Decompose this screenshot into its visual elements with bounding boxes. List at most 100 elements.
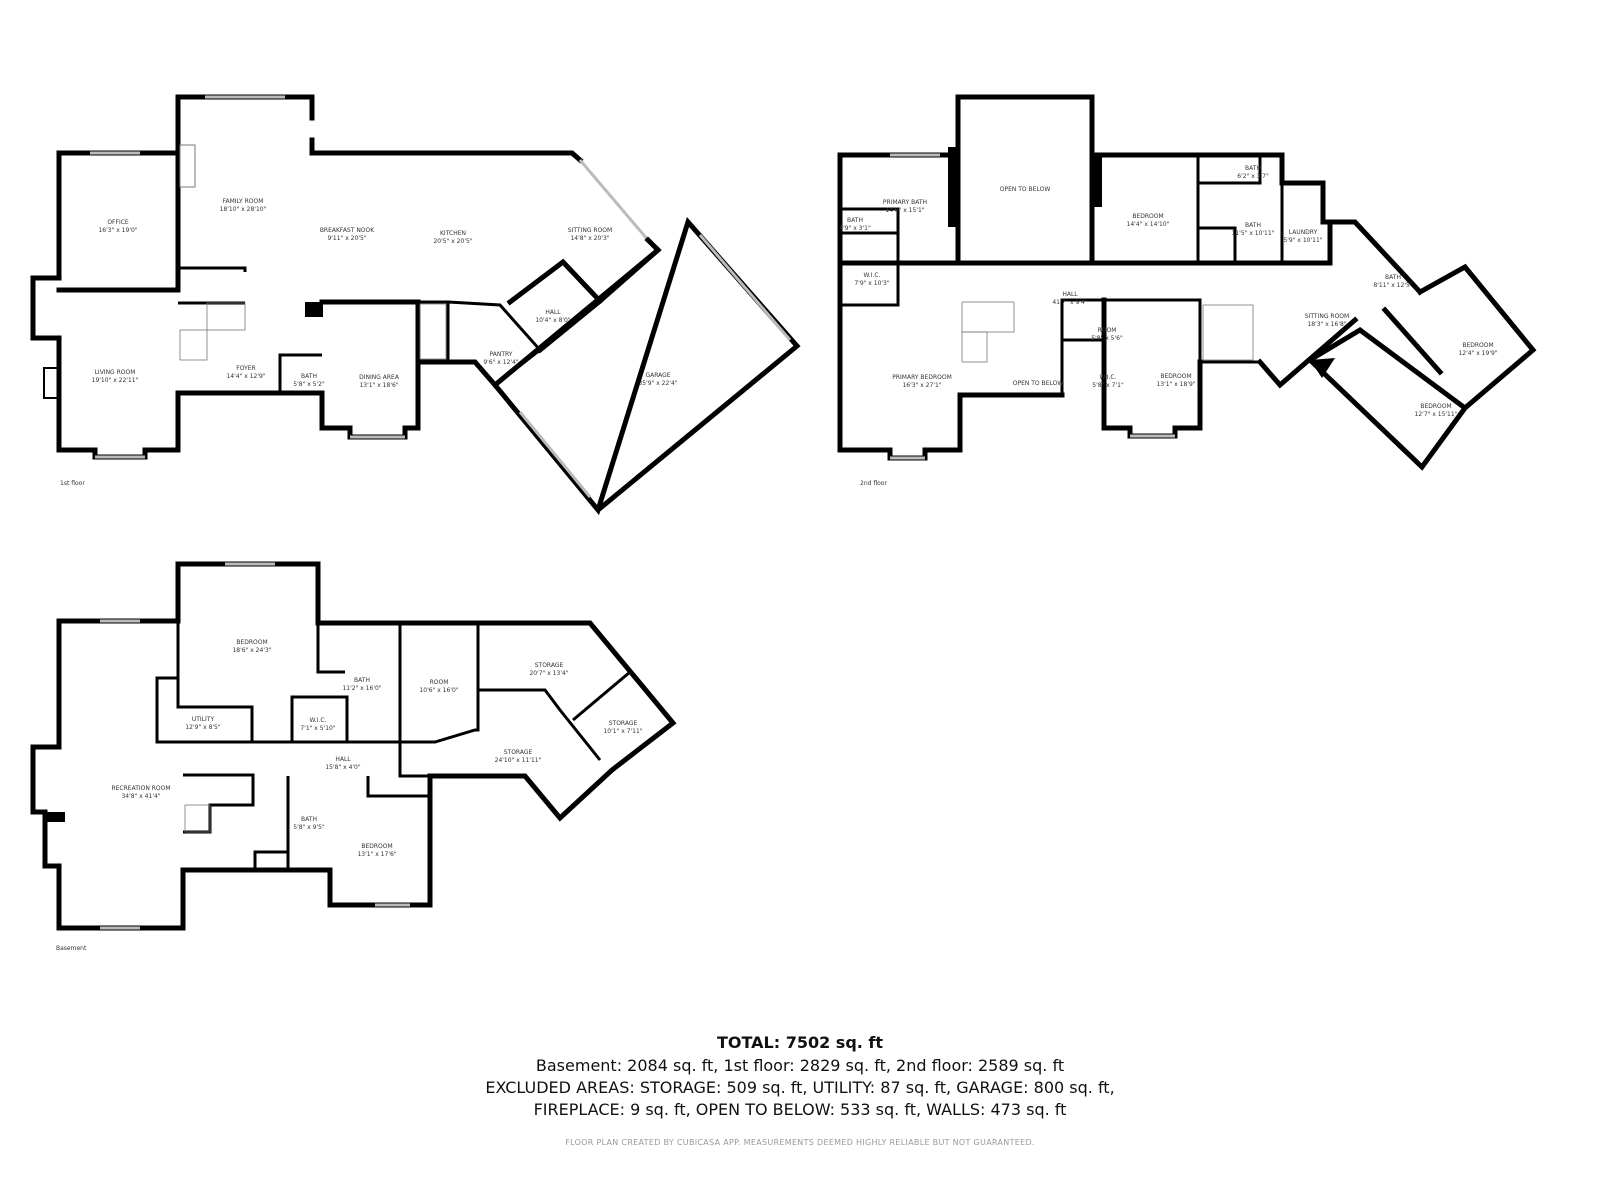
room-name: GARAGE [645,372,670,379]
wall [447,300,543,387]
room-dims: 13'1" x 17'6" [357,851,396,858]
room-name: DINING AREA [359,374,400,381]
disclaimer: FLOOR PLAN CREATED BY CUBICASA APP. MEAS… [565,1138,1035,1147]
room-name: HALL [545,309,561,316]
room-name: ROOM [430,679,449,686]
wall [175,94,315,293]
floor-areas: Basement: 2084 sq. ft, 1st floor: 2829 s… [535,1056,1065,1075]
room-dims: 15'8" x 4'0" [325,764,361,771]
column [305,302,323,317]
room-dims: 5'9" x 10'11" [1283,237,1322,244]
room-name: FAMILY ROOM [223,198,264,205]
room-name: OPEN TO BELOW [1000,186,1051,193]
room-name: BATH [1245,222,1261,229]
wall [1256,316,1359,389]
room-name: LIVING ROOM [95,369,136,376]
wall [1060,298,1260,395]
room-dims: 20'7" x 13'4" [529,670,568,677]
room-dims: 9'11" x 20'5" [327,235,366,242]
wall [1198,226,1237,263]
wall [316,623,345,674]
room-dims: 10'6" x 16'0" [419,687,458,694]
wall [1089,152,1424,296]
chimney [948,147,960,227]
room-name: OPEN TO BELOW [1013,380,1064,387]
floor-label: Basement [56,945,87,952]
wall [183,773,255,834]
wall [253,850,288,870]
room-name: BEDROOM [1160,373,1191,380]
wall [30,561,677,931]
room-name: W.I.C. [1100,374,1117,381]
wall [478,688,602,761]
wall [572,670,631,722]
room-name: BEDROOM [236,639,267,646]
room-dims: 12'7" x 15'11" [1415,411,1458,418]
room-dims: 35'9" x 22'4" [638,380,677,387]
room-name: PRIMARY BATH [883,199,927,206]
room-name: BATH [301,373,317,380]
room-dims: 9'6" x 12'4" [483,359,519,366]
wall [955,94,1095,266]
wall [366,776,428,798]
wall [309,137,584,164]
window [578,159,650,241]
wall [1101,297,1203,439]
window [518,411,592,498]
room-name: STORAGE [535,662,564,669]
room-dims: 14'4" x 14'10" [1127,221,1170,228]
room-dims: 24'10" x 11'11" [495,757,542,764]
wall [491,246,662,389]
room-dims: 16'3" x 27'1" [902,382,941,389]
wall [1381,306,1444,376]
wall [398,742,430,778]
room-dims: 5'8" x 7'1" [1092,382,1124,389]
staircase [206,302,246,331]
room-name: BEDROOM [361,843,392,850]
staircase [179,329,208,361]
room-name: HALL [1062,291,1078,298]
wall [290,695,349,744]
staircase [961,331,988,363]
room-name: LAUNDRY [1289,229,1318,236]
staircase [961,301,1015,333]
staircase [184,804,211,833]
room-dims: 8'11" x 12'5" [1373,282,1412,289]
room-name: SITTING ROOM [1305,313,1349,320]
excluded-areas-continued: FIREPLACE: 9 sq. ft, OPEN TO BELOW: 533 … [533,1100,1067,1119]
room-name: W.I.C. [310,717,327,724]
room-dims: 5'8" x 5'6" [1091,335,1123,342]
room-dims: 10'1" x 7'11" [603,728,642,735]
room-dims: 18'3" x 16'8" [1307,321,1346,328]
column [45,812,65,822]
wall [840,231,900,307]
room-dims: 20'5" x 20'5" [433,238,472,245]
room-dims: 7'1" x 5'10" [300,725,336,732]
room-dims: 13'1" x 18'9" [1156,381,1195,388]
room-dims: 4'9" x 3'1" [839,225,871,232]
room-name: FOYER [236,365,255,372]
room-dims: 12'9" x 8'5" [185,724,221,731]
room-dims: 14'4" x 12'9" [226,373,265,380]
wall [319,299,421,440]
wall [398,623,480,744]
room-dims: 19'10" x 22'11" [92,377,139,384]
room-name: STORAGE [609,720,638,727]
room-dims: 12'4" x 19'9" [1458,350,1497,357]
room-dims: 13'1" x 18'6" [359,382,398,389]
column [1310,358,1335,378]
room-name: ROOM [1098,327,1117,334]
room-name: RECREATION ROOM [111,785,170,792]
room-name: BEDROOM [1462,342,1493,349]
room-name: HALL [335,756,351,763]
wall [56,150,181,281]
chimney [1092,157,1102,207]
room-name: BATH [301,816,317,823]
room-dims: 5'8" x 5'2" [293,381,325,388]
staircase [419,303,447,360]
basement-plan: BEDROOM 18'6" x 24'3" BATH 11'2" x 16'0"… [30,561,677,952]
total-area: TOTAL: 7502 sq. ft [716,1033,884,1052]
room-dims: 16'3" x 19'0" [98,227,137,234]
wall [415,217,801,516]
